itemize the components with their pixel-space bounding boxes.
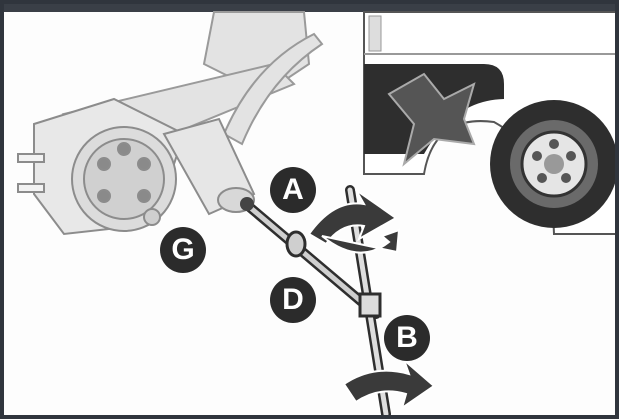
callout-g: G xyxy=(160,227,206,273)
spare-wheel-winch-illustration xyxy=(4,4,619,419)
vehicle-wheel xyxy=(490,100,618,228)
callout-b: B xyxy=(384,315,430,361)
callout-a: A xyxy=(270,167,316,213)
callout-d: D xyxy=(270,277,316,323)
winch-body xyxy=(18,99,254,234)
